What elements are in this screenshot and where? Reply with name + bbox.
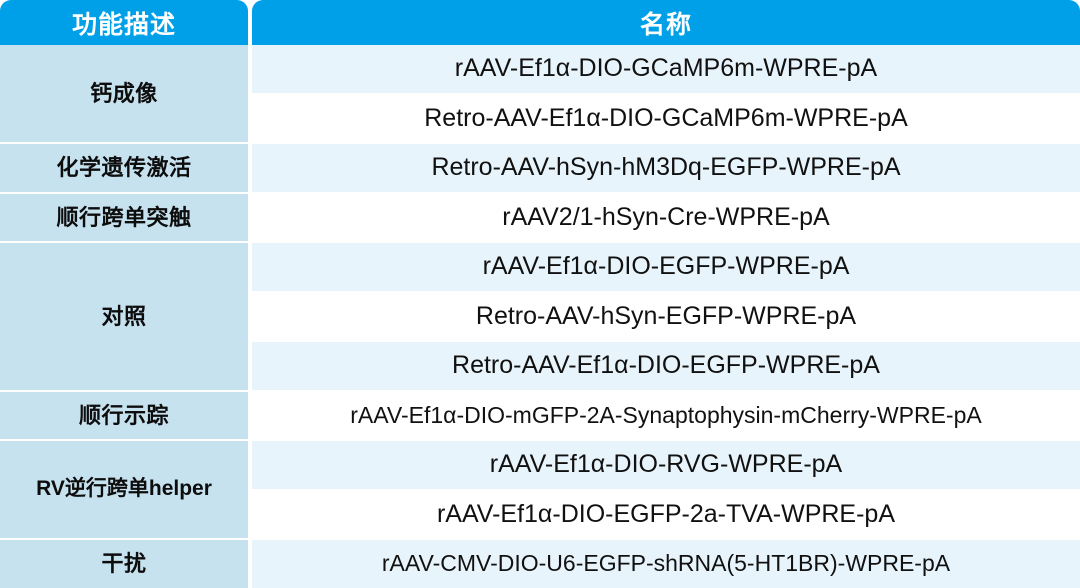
name-cell: rAAV-Ef1α-DIO-EGFP-2a-TVA-WPRE-pA — [252, 490, 1080, 538]
name-cell: Retro-AAV-hSyn-hM3Dq-EGFP-WPRE-pA — [252, 144, 1080, 192]
name-cell: rAAV-Ef1α-DIO-GCaMP6m-WPRE-pA — [252, 45, 1080, 93]
function-cell: 顺行示踪 — [0, 391, 248, 439]
table-header-row: 功能描述 名称 — [0, 0, 1080, 45]
name-cell: rAAV-Ef1α-DIO-RVG-WPRE-pA — [252, 441, 1080, 489]
name-cell: rAAV-Ef1α-DIO-EGFP-WPRE-pA — [252, 243, 1080, 291]
name-cell: Retro-AAV-hSyn-EGFP-WPRE-pA — [252, 292, 1080, 340]
function-cell: 顺行跨单突触 — [0, 193, 248, 241]
name-cell: Retro-AAV-Ef1α-DIO-GCaMP6m-WPRE-pA — [252, 94, 1080, 142]
function-cell: 对照 — [0, 243, 248, 390]
name-cell: rAAV2/1-hSyn-Cre-WPRE-pA — [252, 193, 1080, 241]
function-cell: RV逆行跨单helper — [0, 441, 248, 538]
column-header-function: 功能描述 — [0, 0, 248, 45]
name-cell: rAAV-Ef1α-DIO-mGFP-2A-Synaptophysin-mChe… — [252, 391, 1080, 439]
column-header-name: 名称 — [252, 0, 1080, 45]
name-cell: Retro-AAV-Ef1α-DIO-EGFP-WPRE-pA — [252, 342, 1080, 390]
name-cell: rAAV-CMV-DIO-U6-EGFP-shRNA(5-HT1BR)-WPRE… — [252, 540, 1080, 588]
function-cell: 化学遗传激活 — [0, 144, 248, 192]
function-cell: 干扰 — [0, 540, 248, 588]
function-cell: 钙成像 — [0, 45, 248, 142]
